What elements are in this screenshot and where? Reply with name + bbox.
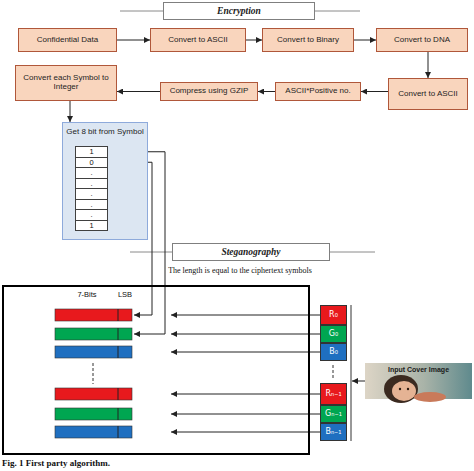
node-text: . bbox=[90, 201, 92, 209]
photo-face bbox=[392, 381, 416, 401]
cover-image: Input Cover Image bbox=[365, 363, 472, 399]
pixel-arrow bbox=[171, 394, 320, 395]
node-text: ASCII*Positive no. bbox=[285, 87, 350, 96]
flow-arrow bbox=[428, 52, 429, 78]
band-rule bbox=[315, 11, 360, 12]
band-rule bbox=[130, 252, 172, 253]
image-arrow bbox=[352, 381, 365, 382]
node-text: . bbox=[90, 169, 92, 177]
pixel-bracket bbox=[351, 305, 352, 441]
node-text: Rₙ₋₁ bbox=[325, 390, 341, 398]
flow-arrow bbox=[70, 101, 71, 122]
flow-arrow bbox=[258, 91, 275, 92]
blue-bar bbox=[55, 346, 132, 358]
section-band: Steganography bbox=[172, 243, 330, 261]
green-bar bbox=[55, 408, 132, 420]
node-text: 0 bbox=[89, 159, 93, 167]
node-text: Compress using GZIP bbox=[170, 87, 249, 96]
node-text: Convert to Binary bbox=[277, 36, 339, 45]
pixel-arrow bbox=[171, 414, 320, 415]
green-pixel-box: G₀ bbox=[320, 325, 347, 343]
node-text: Convert each Symbol to Integer bbox=[18, 74, 114, 92]
pixel-arrow bbox=[171, 315, 320, 316]
process-box: Compress using GZIP bbox=[160, 82, 258, 101]
bit-group-box: Get 8 bit from Symbol 1 0..... 1 bbox=[62, 122, 148, 240]
node-text: Convert to DNA bbox=[394, 36, 450, 45]
section-band: Encryption bbox=[163, 2, 315, 20]
green-bar bbox=[55, 328, 132, 340]
flow-arrow bbox=[246, 40, 262, 41]
process-box: ASCII*Positive no. bbox=[275, 82, 361, 101]
node-text: R₀ bbox=[329, 311, 338, 319]
process-box: Convert to DNA bbox=[376, 28, 468, 52]
dashed-gap bbox=[93, 363, 94, 384]
lsb-divider bbox=[118, 388, 119, 400]
node-text: 1 bbox=[89, 222, 93, 230]
node-text: Convert to ASCII bbox=[398, 90, 458, 99]
node-text: Convert to ASCII bbox=[168, 36, 228, 45]
process-box: Convert each Symbol to Integer bbox=[15, 65, 117, 101]
figure-caption: Fig. 1 First party algorithm. bbox=[2, 458, 302, 468]
dashed-gap bbox=[333, 365, 334, 380]
node-text: . bbox=[90, 211, 92, 219]
node-text: Bₙ₋₁ bbox=[325, 428, 341, 436]
node-text: . bbox=[90, 190, 92, 198]
node-text: Encryption bbox=[217, 6, 261, 16]
green-pixel-box: Gₙ₋₁ bbox=[320, 405, 347, 423]
lsb-divider bbox=[118, 426, 119, 438]
node-text: Get 8 bit from Symbol bbox=[66, 127, 143, 136]
node-text: G₀ bbox=[329, 330, 338, 338]
node-text: Gₙ₋₁ bbox=[325, 410, 342, 418]
bit-cell: 1 bbox=[75, 220, 108, 232]
red-pixel-box: R₀ bbox=[320, 305, 347, 325]
node-text: B₀ bbox=[329, 348, 338, 356]
pixel-arrow bbox=[171, 352, 320, 353]
node-text: LSB bbox=[112, 290, 138, 299]
annotation-text: The length is equal to the ciphertext sy… bbox=[130, 266, 350, 275]
lsb-divider bbox=[118, 309, 119, 321]
photo-scarf bbox=[414, 392, 446, 402]
red-bar bbox=[55, 309, 132, 321]
flow-arrow bbox=[354, 40, 376, 41]
band-rule bbox=[330, 252, 375, 253]
node-text: Confidential Data bbox=[37, 36, 98, 45]
photo-hair bbox=[384, 375, 418, 403]
blue-bar bbox=[55, 426, 132, 438]
node-text: . bbox=[90, 180, 92, 188]
blue-pixel-box: Bₙ₋₁ bbox=[320, 423, 347, 441]
photo-eye bbox=[407, 388, 409, 390]
node-text: 1 bbox=[89, 148, 93, 156]
flow-arrow bbox=[361, 91, 388, 92]
band-rule bbox=[120, 11, 163, 12]
node-text: Steganography bbox=[221, 247, 280, 257]
process-box: Convert to ASCII bbox=[388, 78, 468, 110]
node-text: Input Cover Image bbox=[388, 366, 449, 373]
lsb-divider bbox=[118, 408, 119, 420]
lsb-divider bbox=[118, 346, 119, 358]
pixel-arrow bbox=[171, 334, 320, 335]
process-box: Convert to Binary bbox=[262, 28, 354, 52]
process-box: Confidential Data bbox=[18, 28, 117, 52]
photo-eye bbox=[399, 388, 401, 390]
red-pixel-box: Rₙ₋₁ bbox=[320, 383, 347, 405]
flow-arrow bbox=[117, 91, 160, 92]
red-bar bbox=[55, 388, 132, 400]
blue-pixel-box: B₀ bbox=[320, 343, 347, 361]
lsb-divider bbox=[118, 328, 119, 340]
embedding-frame: 7-BitsLSB bbox=[2, 285, 310, 455]
node-text: 7-Bits bbox=[62, 290, 112, 299]
process-box: Convert to ASCII bbox=[150, 28, 246, 52]
pixel-arrow bbox=[171, 432, 320, 433]
flow-arrow bbox=[117, 40, 150, 41]
